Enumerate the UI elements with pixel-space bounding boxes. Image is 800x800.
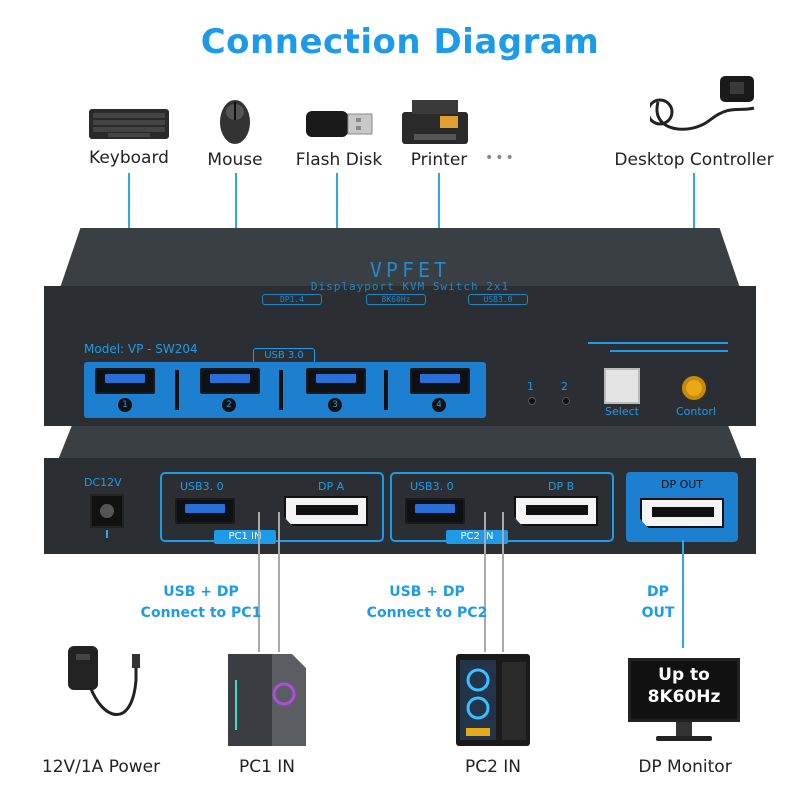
pc1-usb-port[interactable] <box>175 498 235 524</box>
port-number-1: 1 <box>118 398 132 412</box>
usb-port-2[interactable] <box>200 368 260 394</box>
device-label-flash-disk: Flash Disk <box>295 150 383 170</box>
more-devices-ellipsis: ••• <box>485 150 516 166</box>
pc-tower-icon <box>228 654 306 746</box>
usb-port-1[interactable] <box>95 368 155 394</box>
usb-port-4[interactable] <box>410 368 470 394</box>
led-indicator-2 <box>562 397 570 405</box>
control-label: Contorl <box>675 405 716 418</box>
dp-out-port[interactable] <box>640 498 724 528</box>
model-number: Model: VP - SW204 <box>84 342 198 356</box>
power-label: DC12V <box>84 476 122 489</box>
keyboard-icon <box>89 109 169 139</box>
port-divider <box>279 370 283 410</box>
printer-icon <box>402 100 468 144</box>
power-jack-pin <box>100 504 114 518</box>
brand-logo: VPFET <box>369 258 451 282</box>
connector-line-dp-out <box>682 540 684 648</box>
device-label-pc1: PC1 IN <box>238 757 296 777</box>
pc1-dp-port[interactable] <box>284 496 368 526</box>
badge-usb: USB3.0 <box>468 294 528 305</box>
led-label-1: 1 <box>527 380 534 393</box>
port-number-3: 3 <box>328 398 342 412</box>
product-name: Displayport KVM Switch 2x1 <box>310 280 510 293</box>
connection-label-pc1: USB + DP Connect to PC1 <box>140 584 262 621</box>
led-label-2: 2 <box>561 380 568 393</box>
usb-port-3[interactable] <box>306 368 366 394</box>
pc1-usb-label: USB3. 0 <box>180 480 224 493</box>
dp-out-label: DP OUT <box>660 478 704 491</box>
connection-label-pc2: USB + DP Connect to PC2 <box>366 584 488 621</box>
page-title: Connection Diagram <box>200 22 600 62</box>
badge-resolution: 8K60Hz <box>366 294 426 305</box>
cable-pc1-usb <box>258 512 260 652</box>
decor-line-2 <box>610 350 728 352</box>
pc1-group-label: PC1 IN <box>214 530 276 544</box>
select-button[interactable] <box>604 368 640 404</box>
mouse-icon <box>220 100 250 144</box>
device-label-power: 12V/1A Power <box>41 757 161 777</box>
port-number-2: 2 <box>222 398 236 412</box>
led-indicator-1 <box>528 397 536 405</box>
pc2-dp-port[interactable] <box>514 496 598 526</box>
device-label-printer: Printer <box>410 150 468 170</box>
device-label-pc2: PC2 IN <box>464 757 522 777</box>
back-device-top <box>58 426 742 460</box>
connection-label-dp-out: DP OUT <box>641 584 675 621</box>
pc2-group-label: PC2 IN <box>446 530 508 544</box>
desktop-controller-icon <box>650 76 755 131</box>
front-device-top <box>60 228 740 288</box>
port-divider <box>175 370 179 410</box>
monitor-resolution-text: Up to 8K60Hz <box>647 665 721 707</box>
cable-pc1-dp <box>278 512 280 652</box>
pc2-dp-label: DP B <box>548 480 575 493</box>
monitor-stand <box>676 722 692 736</box>
monitor-icon <box>628 658 740 722</box>
device-label-desktop-controller: Desktop Controller <box>614 150 774 170</box>
device-label-keyboard: Keyboard <box>89 148 169 168</box>
pc1-dp-label: DP A <box>318 480 345 493</box>
control-port[interactable] <box>682 376 706 400</box>
pc-tower-icon <box>456 654 530 746</box>
device-label-mouse: Mouse <box>207 150 263 170</box>
port-divider <box>384 370 388 410</box>
select-label: Select <box>605 405 639 418</box>
cable-pc2-usb <box>484 512 486 652</box>
device-label-monitor: DP Monitor <box>638 757 732 777</box>
flash-disk-icon <box>306 111 373 137</box>
port-number-4: 4 <box>432 398 446 412</box>
badge-dp: DP1.4 <box>262 294 322 305</box>
power-adapter-icon <box>68 646 140 716</box>
monitor-base <box>656 736 712 741</box>
decor-line-1 <box>588 342 728 344</box>
pc2-usb-port[interactable] <box>405 498 465 524</box>
pc2-usb-label: USB3. 0 <box>410 480 454 493</box>
cable-pc2-dp <box>502 512 504 652</box>
connector-line-power-top <box>106 530 108 538</box>
